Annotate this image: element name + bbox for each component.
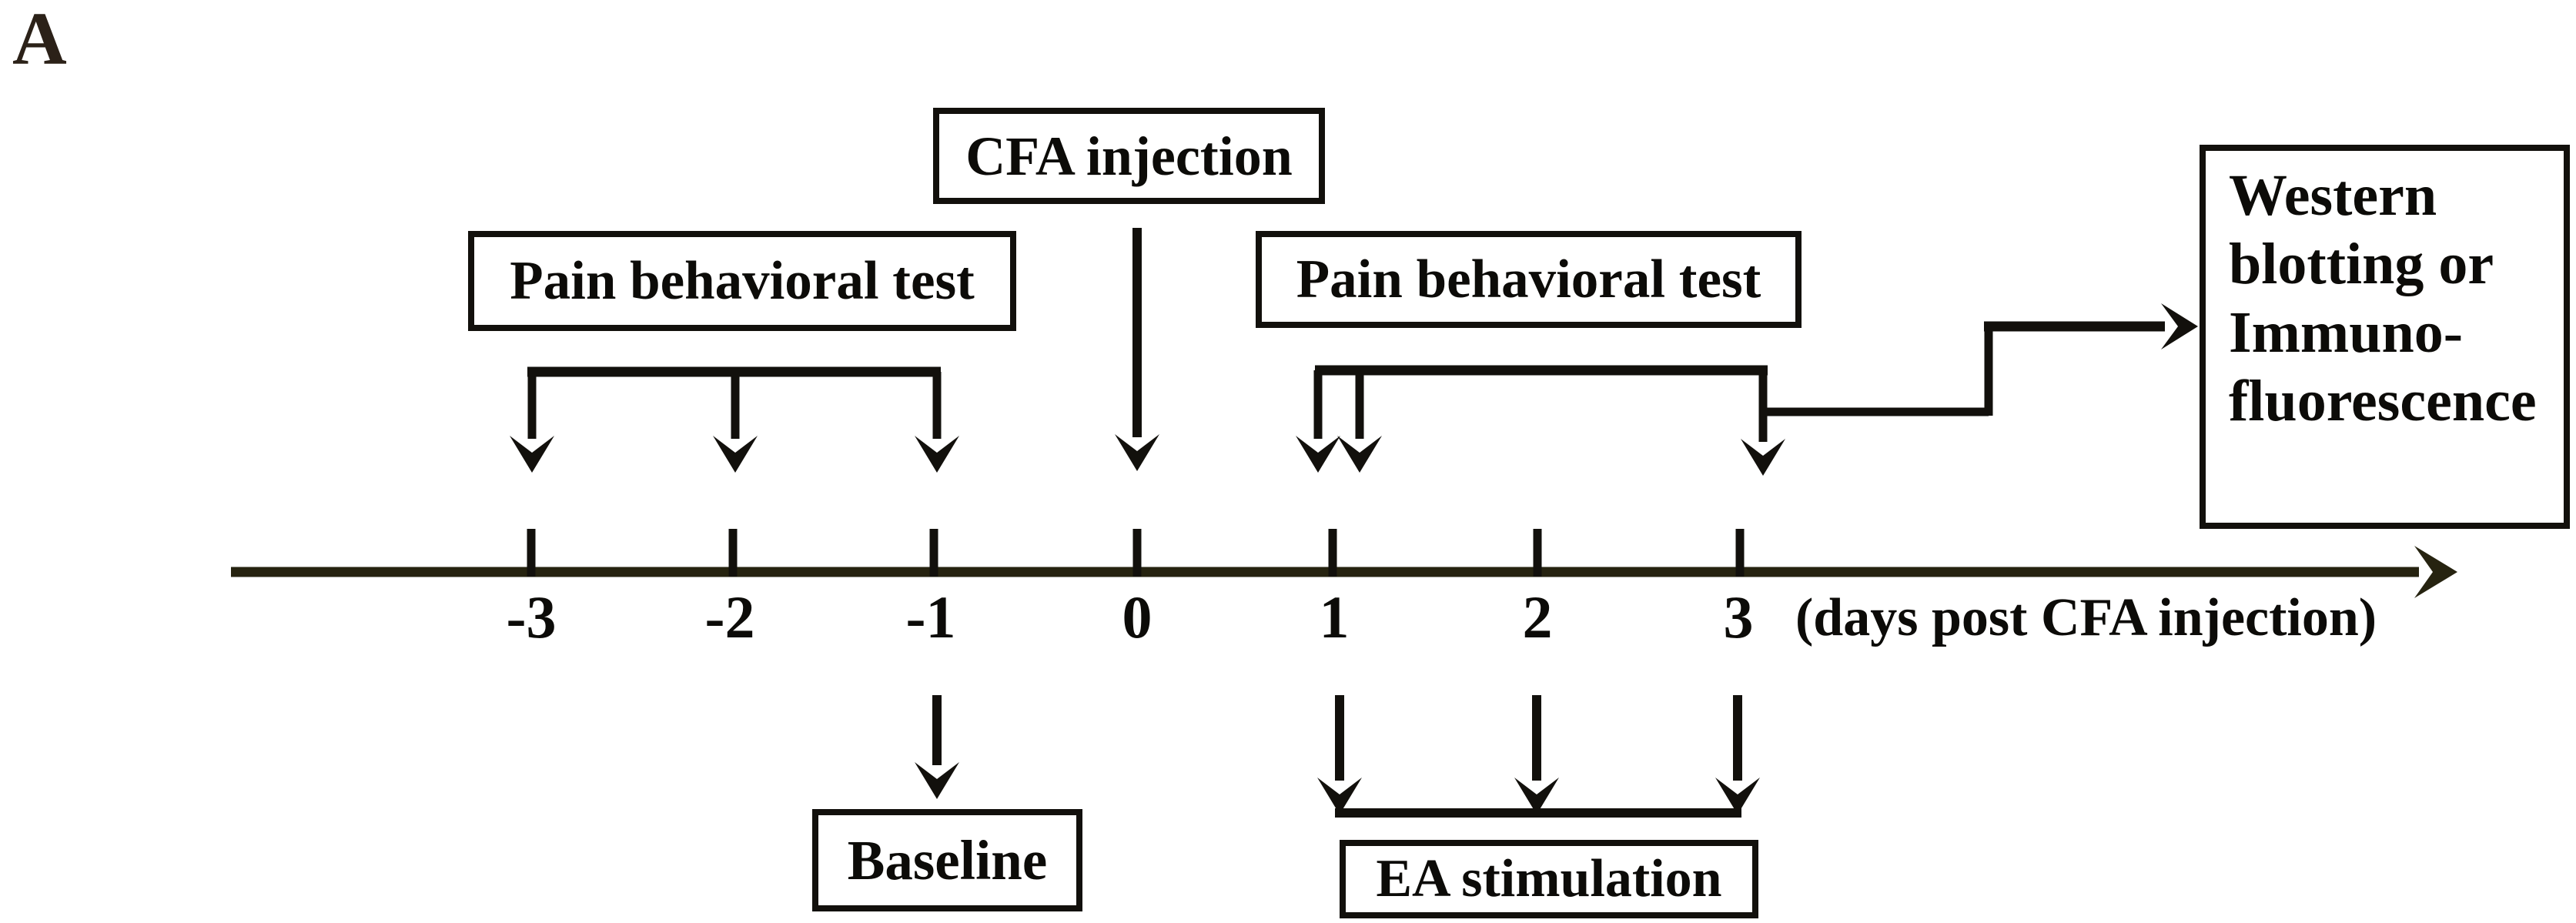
arrowhead-right-icon (2161, 303, 2198, 349)
western-blotting-box: Western blotting or Immuno- fluorescence (2200, 145, 2570, 529)
baseline-box: Baseline (812, 809, 1082, 911)
pain-behavioral-test-post-label: Pain behavioral test (1296, 249, 1761, 309)
tick-label-day-neg2: -2 (704, 584, 755, 650)
tick-label-day-neg1: -1 (905, 584, 956, 650)
timeline-axis (231, 529, 2457, 598)
tick-label-day-1: 1 (1319, 584, 1350, 650)
cfa-injection-box: CFA injection (933, 108, 1325, 204)
pretest-bracket (510, 366, 959, 473)
baseline-arrow (915, 695, 959, 799)
pain-behavioral-test-pre-label: Pain behavioral test (510, 250, 975, 311)
posttest-bracket (1296, 365, 1785, 476)
arrowhead-down-icon (1115, 434, 1159, 471)
arrowhead-down-icon (713, 436, 758, 473)
cfa-injection-box-label: CFA injection (965, 125, 1293, 187)
arrowhead-down-icon (1741, 439, 1785, 476)
western-line-1: Western (2229, 163, 2437, 228)
arrowhead-down-icon (1715, 778, 1760, 814)
western-connector (1763, 303, 2198, 416)
tick-label-day-2: 2 (1522, 584, 1553, 650)
ea-stimulation-arrows (1317, 695, 1760, 818)
arrowhead-down-icon (1296, 436, 1340, 473)
tick-label-day-0: 0 (1122, 584, 1153, 650)
axis-caption: (days post CFA injection) (1795, 588, 2377, 647)
arrowhead-down-icon (1514, 778, 1559, 814)
pain-behavioral-test-post-box: Pain behavioral test (1256, 231, 1802, 328)
western-line-3: Immuno- (2229, 299, 2464, 365)
panel-label: A (12, 0, 67, 81)
arrowhead-down-icon (1317, 778, 1362, 814)
arrowhead-down-icon (915, 762, 959, 799)
baseline-box-label: Baseline (847, 829, 1048, 891)
arrowhead-down-icon (1337, 436, 1382, 473)
arrowhead-down-icon (510, 436, 554, 473)
western-blotting-box-label: Western blotting or Immuno- fluorescence (2229, 162, 2537, 436)
ea-stimulation-box: EA stimulation (1340, 840, 1758, 918)
axis-tick-marks (527, 529, 1745, 577)
tick-label-day-neg3: -3 (506, 584, 557, 650)
axis-arrowhead-right-icon (2414, 546, 2457, 598)
ea-stimulation-box-label: EA stimulation (1376, 849, 1722, 908)
western-line-4: fluorescence (2229, 368, 2537, 433)
cfa-injection-arrow (1115, 228, 1159, 471)
arrowhead-down-icon (915, 436, 959, 473)
western-line-2: blotting or (2229, 231, 2494, 296)
tick-label-day-3: 3 (1723, 584, 1754, 650)
pain-behavioral-test-pre-box: Pain behavioral test (468, 231, 1016, 331)
